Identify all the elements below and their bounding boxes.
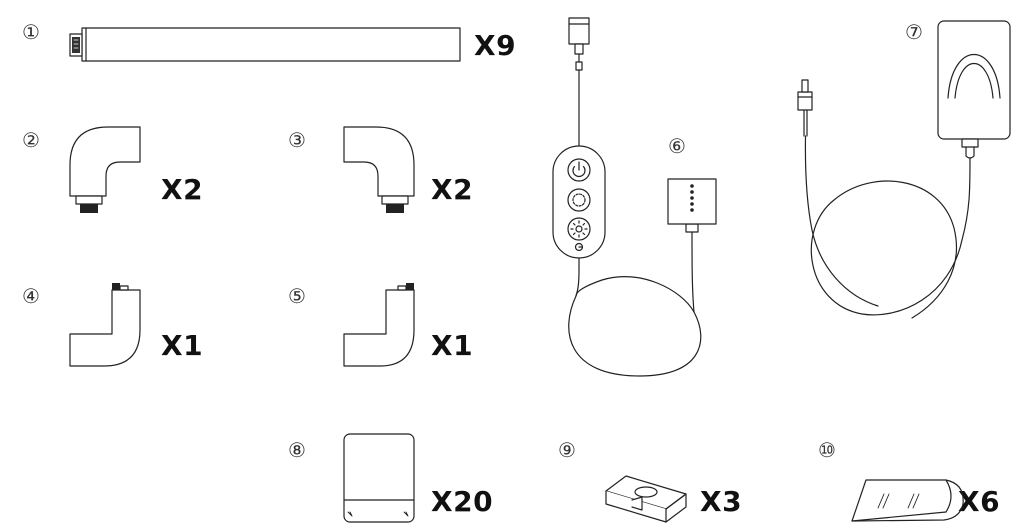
l-connector-right-drawing: [343, 283, 415, 367]
part-3-number: ③: [288, 128, 306, 152]
part-5-quantity: X1: [431, 329, 474, 362]
part-4-quantity: X1: [161, 329, 204, 362]
part-10-quantity: X6: [958, 485, 1001, 518]
power-button-icon: [567, 158, 591, 182]
part-1-quantity: X9: [474, 29, 517, 62]
control-box-drawing: [667, 178, 717, 225]
alcohol-wipe-drawing: [851, 479, 964, 522]
part-10-number: ⑩: [818, 438, 836, 462]
part-1-number: ①: [22, 20, 40, 44]
brand-logo-icon: [574, 242, 584, 252]
part-2-number: ②: [22, 128, 40, 152]
part-9-quantity: X3: [700, 485, 743, 518]
part-8-quantity: X20: [431, 485, 494, 518]
straight-light-bar-drawing: [69, 27, 461, 62]
corner-connector-left-drawing: [69, 126, 141, 213]
controller-cable-drawing: [552, 17, 702, 377]
brand-mark-dots-icon: [690, 184, 694, 212]
mounting-tape-drawing: [343, 433, 415, 523]
l-connector-left-drawing: [69, 283, 141, 367]
brightness-button-icon: [567, 217, 591, 241]
part-5-number: ⑤: [288, 284, 306, 308]
power-adapter-drawing: [797, 20, 1011, 319]
part-4-number: ④: [22, 284, 40, 308]
connector-clip-drawing: [605, 475, 687, 523]
mode-button-icon: [567, 188, 591, 212]
part-2-quantity: X2: [161, 173, 204, 206]
corner-connector-right-drawing: [343, 126, 415, 213]
part-7-number: ⑦: [905, 20, 923, 44]
part-3-quantity: X2: [431, 173, 474, 206]
part-8-number: ⑧: [288, 438, 306, 462]
part-9-number: ⑨: [558, 438, 576, 462]
part-6-number: ⑥: [668, 134, 686, 158]
